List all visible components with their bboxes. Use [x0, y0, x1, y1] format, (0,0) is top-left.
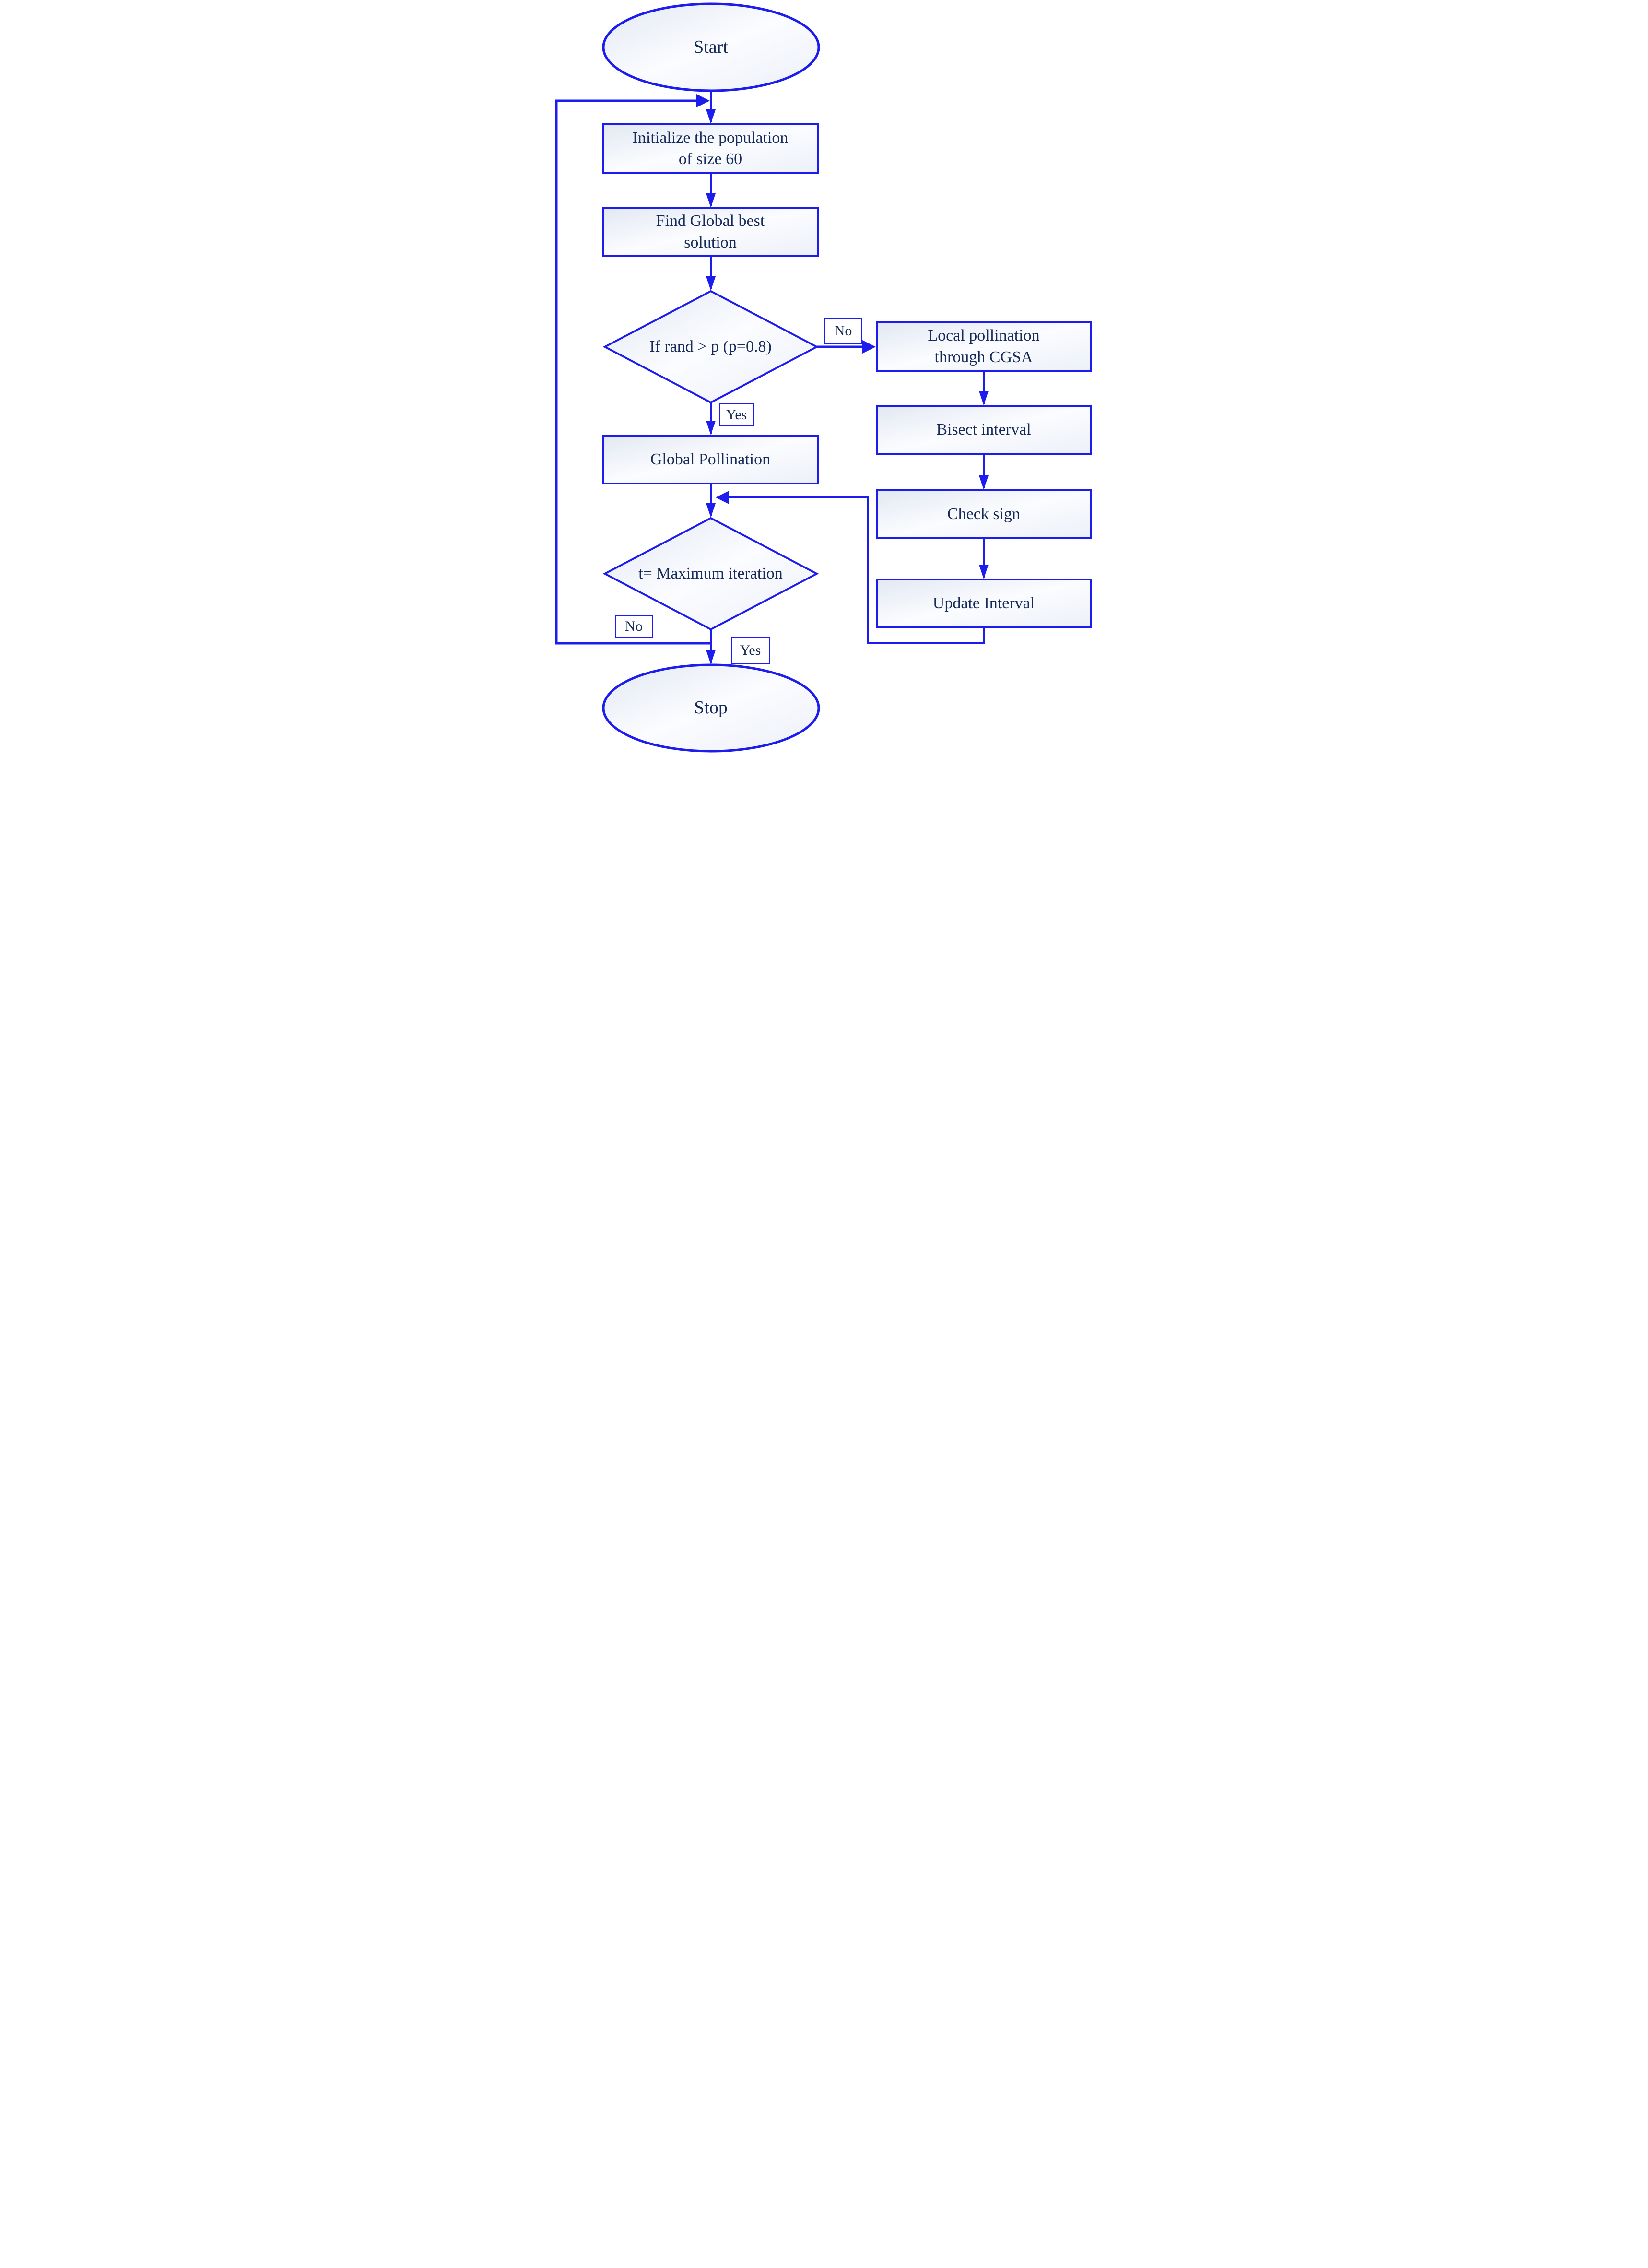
global-pollination-box	[602, 435, 819, 484]
arrowhead-decision1-global-yes	[706, 421, 716, 435]
arrowhead-update-return	[715, 491, 729, 504]
rand-yes-label: Yes	[719, 403, 754, 426]
arrowhead-start-initialize	[706, 109, 716, 124]
arrowhead-global-decision2	[706, 503, 716, 518]
iter-yes-label: Yes	[730, 637, 770, 664]
edge-loopback-no	[555, 99, 711, 645]
arrowhead-find-decision1	[706, 276, 716, 291]
stop-ellipse	[602, 663, 820, 753]
rand-decision-diamond	[602, 290, 819, 404]
initialize-box	[602, 123, 819, 174]
max-iteration-diamond	[602, 517, 819, 631]
update-interval-box	[875, 579, 1092, 628]
find-global-box	[602, 207, 819, 257]
arrowhead-initialize-find	[706, 193, 716, 208]
flowchart-graphics	[555, 2, 1092, 753]
iter-no-label: No	[615, 615, 653, 638]
local-pollination-box	[875, 321, 1092, 372]
arrowhead-loopback-no	[696, 94, 710, 107]
bisect-interval-box	[875, 405, 1092, 455]
arrowhead-decision2-stop-yes	[706, 650, 716, 664]
edge-update-return	[720, 496, 985, 644]
check-sign-box	[875, 489, 1092, 539]
arrowhead-decision1-local	[862, 340, 876, 354]
arrowhead-check-update	[978, 565, 989, 579]
arrowhead-local-bisect	[978, 391, 989, 405]
start-ellipse	[602, 2, 820, 92]
flowchart-canvas: Start Initialize the population of size …	[549, 0, 1099, 756]
rand-no-label: No	[824, 318, 862, 344]
arrowhead-bisect-check	[978, 475, 989, 490]
